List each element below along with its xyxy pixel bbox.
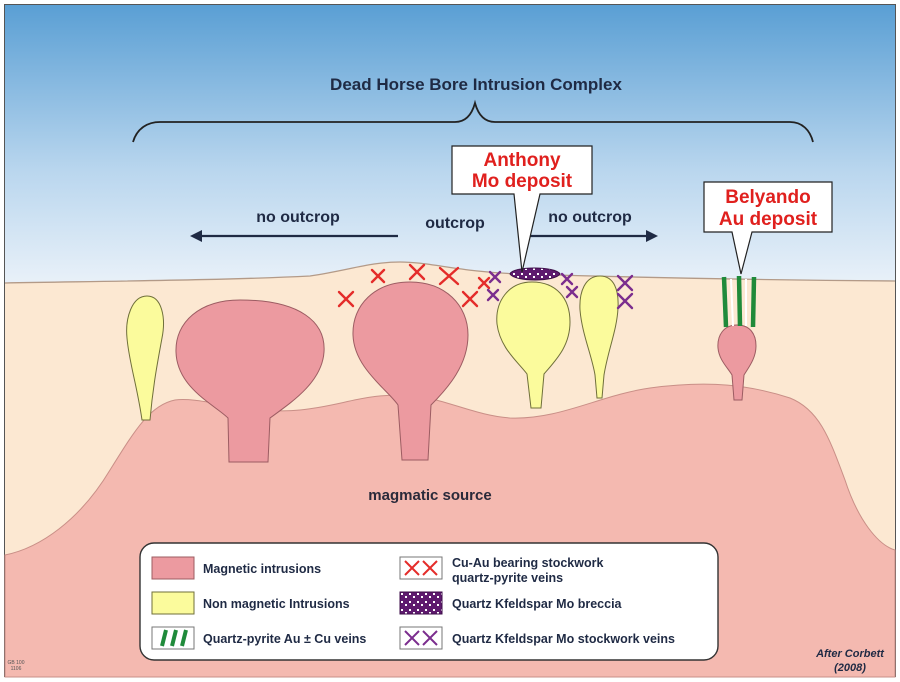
label-outcrop: outcrop (425, 215, 485, 232)
legend-swatch-magnetic (152, 557, 194, 579)
diagram-title: Dead Horse Bore Intrusion Complex (330, 75, 622, 94)
legend-label-mo-veins: Quartz Kfeldspar Mo stockwork veins (452, 632, 675, 646)
legend-label-breccia: Quartz Kfeldspar Mo breccia (452, 597, 623, 611)
legend-label-non-magnetic: Non magnetic Intrusions (203, 597, 350, 611)
legend: Magnetic intrusions Non magnetic Intrusi… (140, 543, 718, 660)
mo-breccia-cap (510, 268, 560, 280)
legend-label-cu-au-line2: quartz-pyrite veins (452, 571, 563, 585)
callout-belyando-line2: Au deposit (719, 209, 818, 230)
label-no-outcrop-left: no outcrop (256, 209, 340, 226)
credit-line2: (2008) (834, 662, 866, 674)
legend-label-magnetic: Magnetic intrusions (203, 562, 321, 576)
credit-line1: After Corbett (815, 648, 885, 660)
sky-background (5, 5, 895, 305)
callout-anthony-line2: Mo deposit (472, 171, 573, 192)
legend-au-veins-prefix: Quartz-pyrite Au (203, 632, 304, 646)
legend-swatch-mo-veins (400, 627, 442, 649)
legend-swatch-breccia (400, 592, 442, 614)
callout-belyando-line1: Belyando (725, 187, 811, 208)
corner-code-line2: 1106 (11, 666, 22, 672)
legend-label-cu-au-line1: Cu-Au bearing stockwork (452, 556, 603, 570)
label-no-outcrop-right: no outcrop (548, 209, 632, 226)
legend-swatch-non-magnetic (152, 592, 194, 614)
legend-label-au-veins: Quartz-pyrite Au ± Cu veins (203, 632, 366, 646)
legend-au-veins-suffix: Cu veins (311, 632, 367, 646)
label-magmatic-source: magmatic source (368, 487, 491, 504)
callout-anthony-line1: Anthony (483, 150, 560, 171)
legend-swatch-cu-au (400, 557, 442, 579)
